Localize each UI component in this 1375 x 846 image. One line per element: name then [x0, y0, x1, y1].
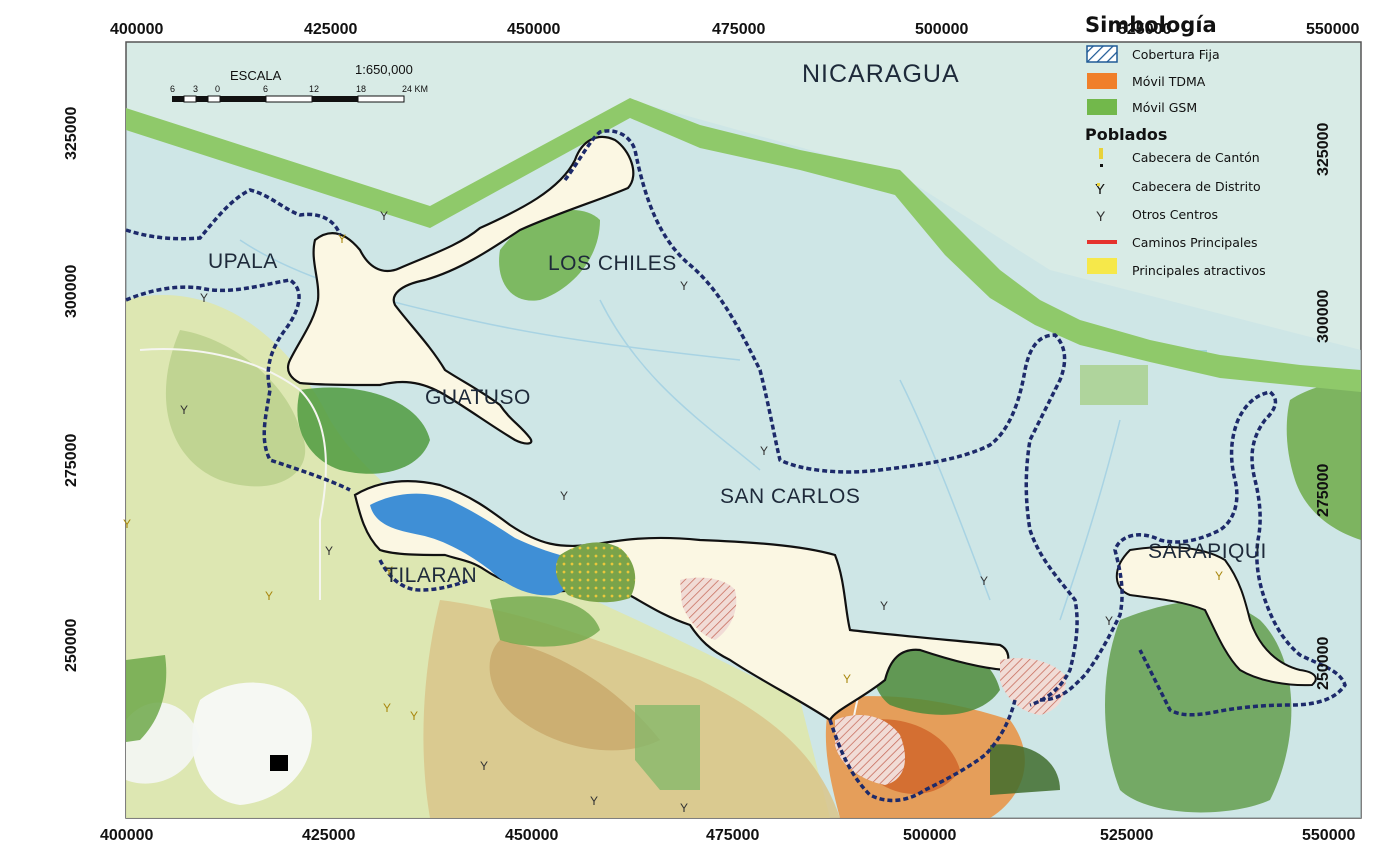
scale-label: ESCALA — [230, 68, 282, 83]
center-marker-icon: Y — [1096, 208, 1106, 224]
coord-y-left: 250000 — [63, 619, 80, 672]
scale-bar: ESCALA 1:650,000 6 3 0 6 12 18 24 KM — [170, 62, 428, 103]
inset-square — [270, 755, 288, 771]
center-marker-icon: Y — [380, 209, 388, 223]
district-marker-icon: Y — [385, 564, 393, 578]
scale-tick: 6 — [263, 84, 268, 94]
coord-y-left: 300000 — [63, 265, 80, 318]
center-marker-icon: Y — [480, 759, 488, 773]
legend-item-label: Principales atractivos — [1132, 263, 1266, 278]
center-marker-icon: Y — [200, 291, 208, 305]
scale-tick: 3 — [193, 84, 198, 94]
tdma-swatch — [1087, 73, 1117, 89]
coord-y-left: 275000 — [63, 434, 80, 487]
attractions-swatch — [1087, 258, 1117, 274]
place-label-tilaran: TILARAN — [385, 564, 477, 587]
district-marker-icon: Y — [1215, 569, 1223, 583]
coord-y-right: 250000 — [1315, 637, 1332, 690]
scale-ratio: 1:650,000 — [355, 62, 413, 77]
coord-x-bottom: 400000 — [100, 827, 153, 844]
legend-item-label: Cobertura Fija — [1132, 47, 1220, 62]
coord-x-bottom: 500000 — [903, 827, 956, 844]
scale-tick: 12 — [309, 84, 319, 94]
place-label-upala: UPALA — [208, 250, 278, 273]
district-marker-icon: Y — [338, 232, 346, 246]
country-label: NICARAGUA — [802, 60, 960, 88]
district-marker-icon: Y — [410, 709, 418, 723]
canton-marker-icon — [1099, 148, 1103, 167]
place-label-sarapiqui: SARAPIQUI — [1148, 540, 1267, 563]
coord-y-left: 325000 — [63, 107, 80, 160]
coord-x-top: 500000 — [915, 21, 968, 38]
hatch-icon — [1086, 45, 1118, 63]
settlement-markers: Y Y Y Y Y Y Y Y Y Y Y Y Y Y Y Y Y Y Y Y … — [123, 209, 1223, 815]
district-marker-icon: Y — [123, 517, 131, 531]
coord-x-top: 400000 — [110, 21, 163, 38]
place-labels: NICARAGUA UPALA LOS CHILES GUATUSO SAN C… — [208, 60, 1267, 587]
place-label-san-carlos: SAN CARLOS — [720, 485, 860, 508]
district-marker-icon: Y — [843, 672, 851, 686]
legend-subtitle: Poblados — [1085, 125, 1167, 144]
center-marker-icon: Y — [880, 599, 888, 613]
center-marker-icon: Y — [1105, 614, 1113, 628]
center-marker-icon: Y — [680, 279, 688, 293]
gsm-swatch — [1087, 99, 1117, 115]
coord-x-bottom: 525000 — [1100, 827, 1153, 844]
coord-y-right: 275000 — [1315, 464, 1332, 517]
center-marker-icon: Y — [560, 489, 568, 503]
coord-y-right: 300000 — [1315, 290, 1332, 343]
legend-item-label: Caminos Principales — [1132, 235, 1258, 250]
coord-x-bottom: 450000 — [505, 827, 558, 844]
legend-item-label: Cabecera de Cantón — [1132, 150, 1260, 165]
district-boundaries — [125, 129, 1347, 803]
scale-tick: 6 — [170, 84, 175, 94]
coord-y-right: 325000 — [1315, 123, 1332, 176]
legend-title: Simbología — [1085, 13, 1217, 37]
legend-item-label: Móvil TDMA — [1132, 74, 1206, 89]
legend-item-label: Cabecera de Distrito — [1132, 179, 1261, 194]
coord-x-bottom: 550000 — [1302, 827, 1355, 844]
legend: Simbología Cobertura Fija Móvil TDMA Móv… — [1085, 13, 1266, 278]
road-line-icon — [1087, 240, 1117, 244]
coord-x-top: 475000 — [712, 21, 765, 38]
scale-tick: 24 KM — [402, 84, 428, 94]
center-marker-icon: Y — [325, 544, 333, 558]
coverage-area-fija — [286, 135, 1317, 785]
coord-x-top: 550000 — [1306, 21, 1359, 38]
coord-x-top: 525000 — [1118, 21, 1171, 38]
center-marker-icon: Y — [760, 444, 768, 458]
district-marker-icon: Y — [265, 589, 273, 603]
coord-x-top: 450000 — [507, 21, 560, 38]
coordinate-labels: 400000 425000 450000 475000 500000 52500… — [63, 21, 1359, 844]
center-marker-icon: Y — [680, 801, 688, 815]
district-marker-icon: Y — [383, 701, 391, 715]
center-marker-icon: Y — [590, 794, 598, 808]
legend-item-label: Móvil GSM — [1132, 100, 1197, 115]
scale-tick: 0 — [215, 84, 220, 94]
coord-x-top: 425000 — [304, 21, 357, 38]
center-marker-icon: Y — [180, 403, 188, 417]
place-label-guatuso: GUATUSO — [425, 386, 531, 409]
legend-item-label: Otros Centros — [1132, 207, 1218, 222]
coord-x-bottom: 425000 — [302, 827, 355, 844]
place-label-los-chiles: LOS CHILES — [548, 252, 677, 275]
coord-x-bottom: 475000 — [706, 827, 759, 844]
center-marker-icon: Y — [980, 574, 988, 588]
scale-tick: 18 — [356, 84, 366, 94]
district-marker-icon: Y — [1095, 181, 1105, 198]
